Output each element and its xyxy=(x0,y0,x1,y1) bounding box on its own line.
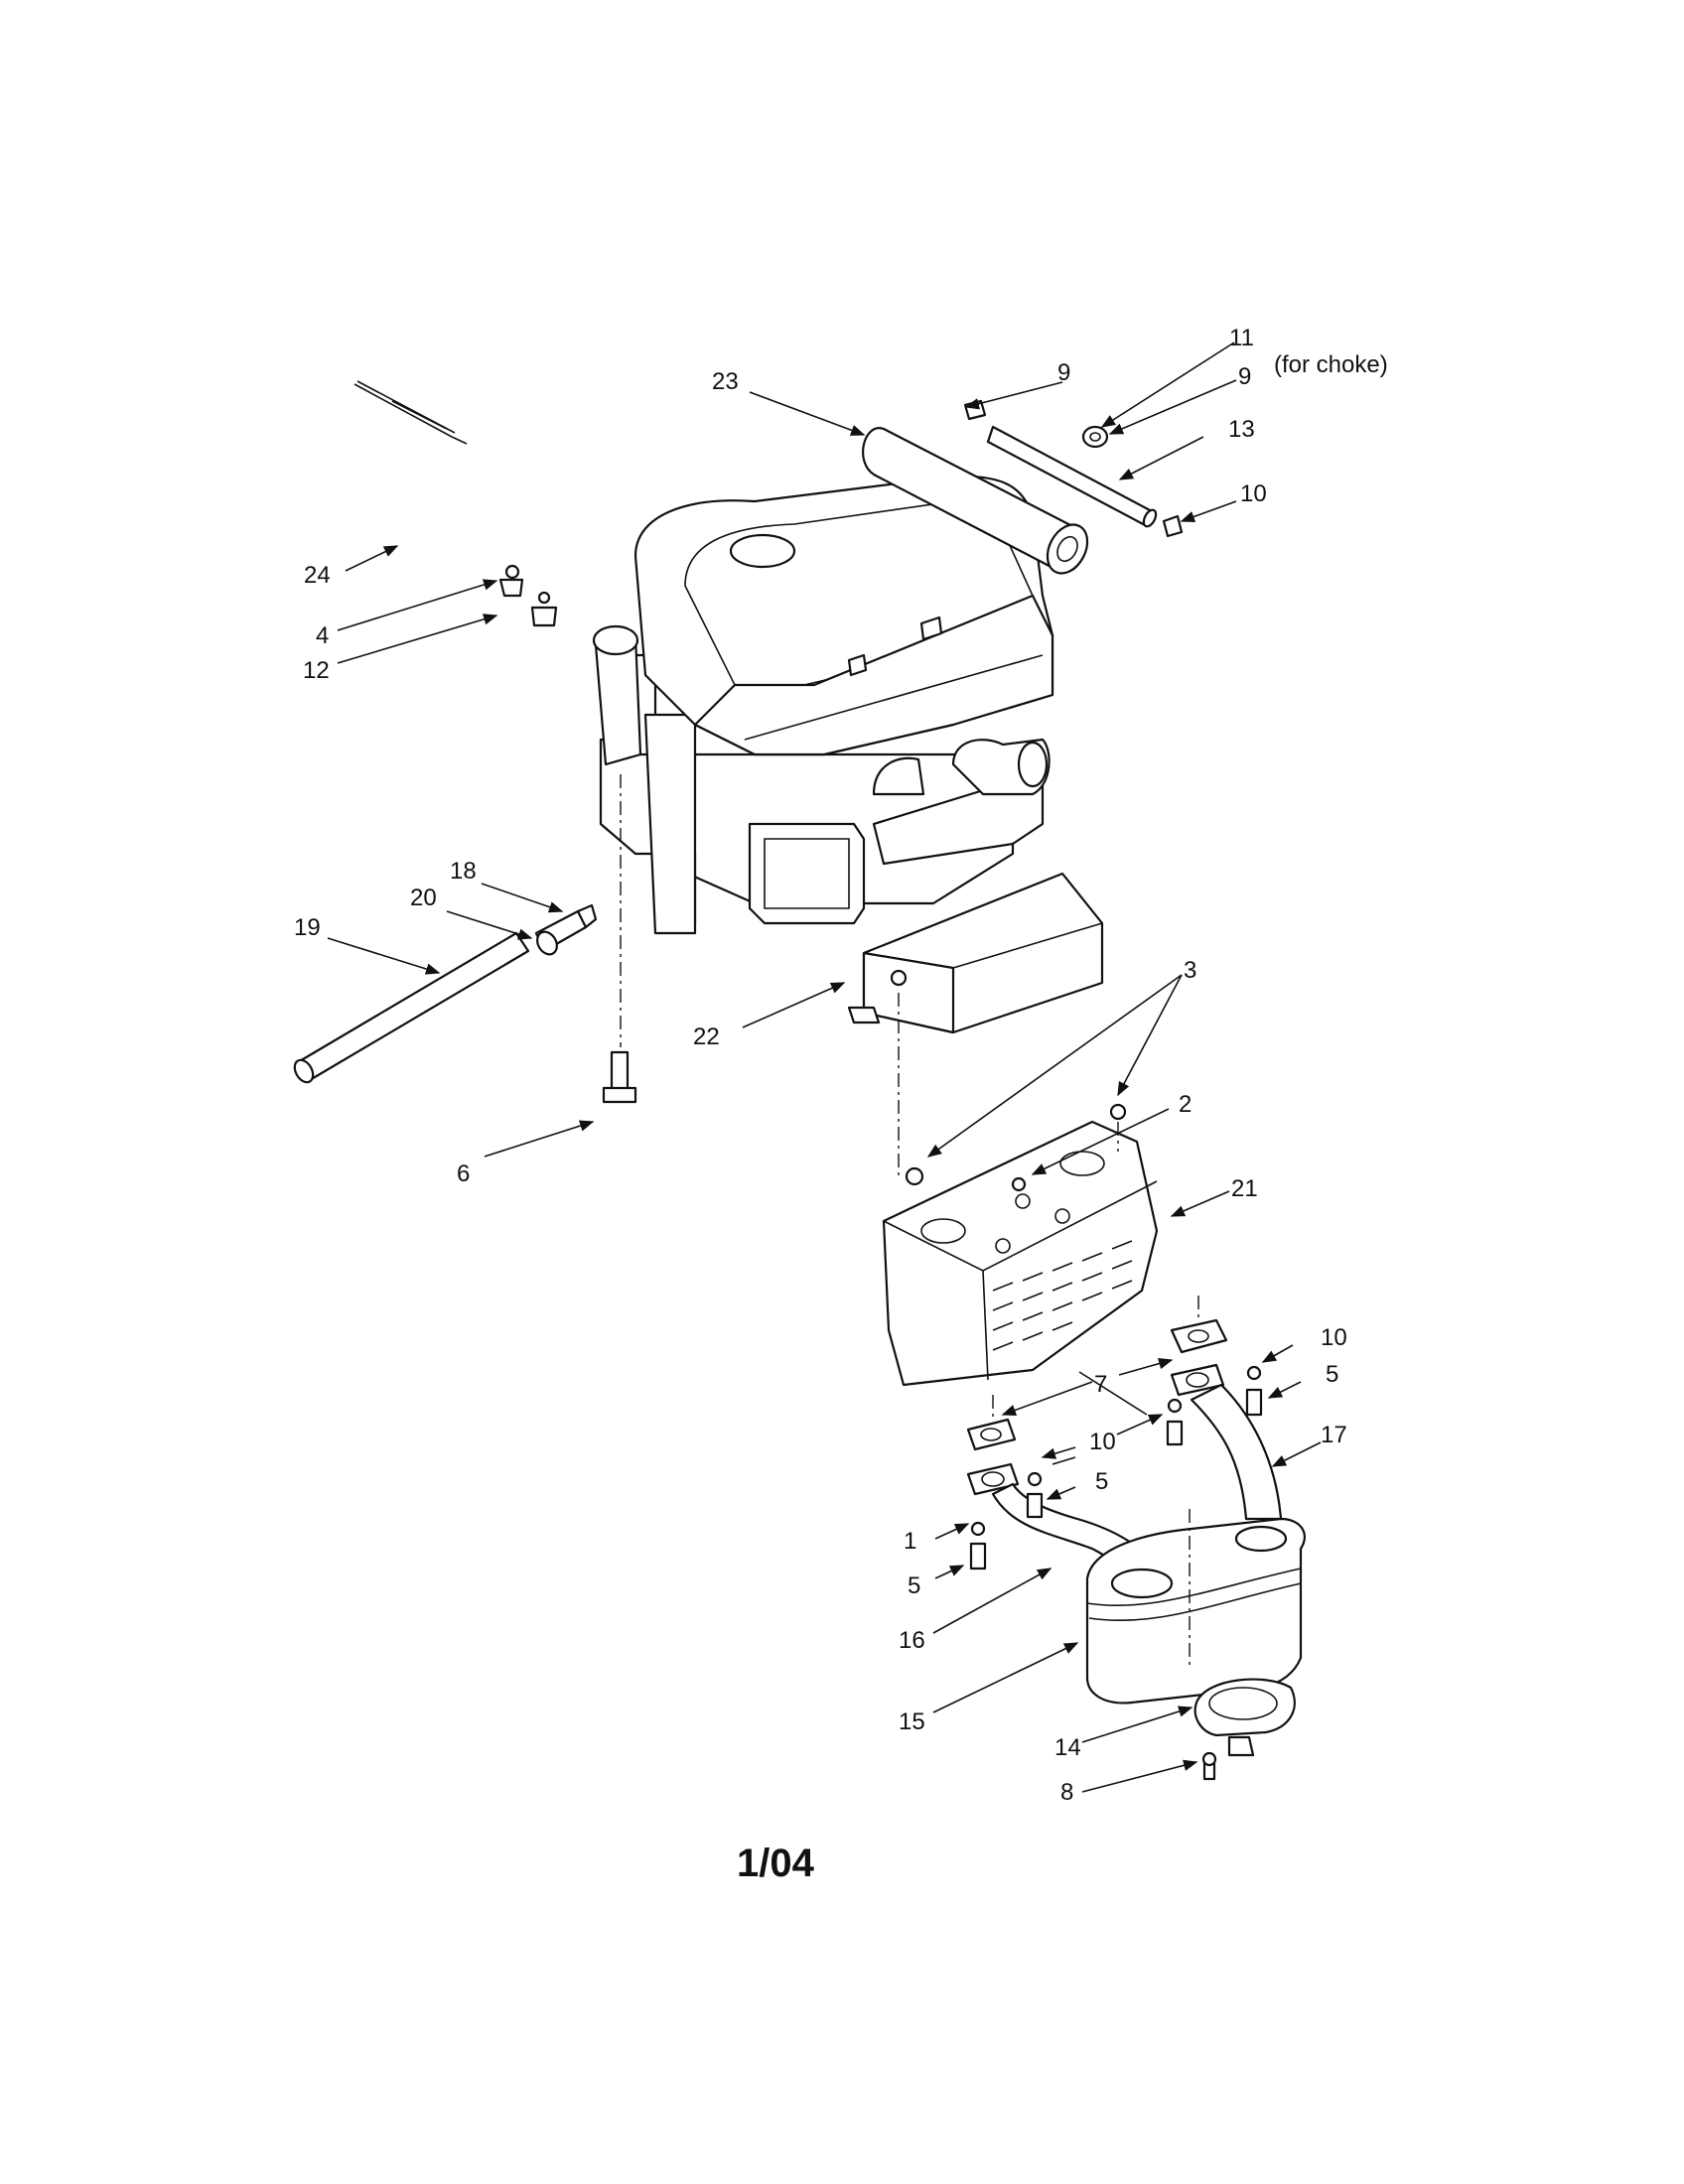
fuel-filter-drawing xyxy=(534,903,598,956)
callout-1: 8 xyxy=(1060,1779,1073,1806)
callout-8: 7 xyxy=(1094,1371,1107,1398)
cable-clamp-drawings xyxy=(498,564,558,627)
callout-5-mid: 5 xyxy=(1095,1468,1108,1495)
callout-10-right: 10 xyxy=(1321,1324,1347,1351)
muffler-drawing xyxy=(1085,1509,1306,1705)
throttle-cable-drawing xyxy=(353,380,468,445)
callout-5-left: 5 xyxy=(908,1572,920,1599)
callout-7: 9 xyxy=(1238,363,1251,390)
callout-10-mid: 10 xyxy=(1089,1429,1116,1455)
callout-11: 11 xyxy=(1229,325,1254,351)
leader-lines xyxy=(327,341,1322,1793)
callout-17: 17 xyxy=(1321,1422,1347,1448)
callout-18: 18 xyxy=(450,858,477,885)
callout-9-top: 9 xyxy=(1057,359,1070,386)
callout-24: 24 xyxy=(304,562,331,589)
air-filter-tube-drawing xyxy=(862,427,1089,575)
callout-22: 22 xyxy=(693,1024,720,1050)
callout-3: 3 xyxy=(1184,957,1196,984)
heat-shield-drawing xyxy=(847,872,1104,1176)
engine-bolt-drawing xyxy=(602,774,637,1104)
callout-23: 23 xyxy=(712,368,739,395)
callout-labels: 23 9 11 (for choke) 9 13 10 24 4 12 18 2… xyxy=(294,325,1388,1885)
callout-19: 19 xyxy=(294,914,321,941)
muffler-guard-drawing xyxy=(882,1103,1159,1387)
choke-note: (for choke) xyxy=(1274,351,1388,378)
callout-2: 2 xyxy=(1179,1091,1192,1118)
callout-10-left: 1 xyxy=(904,1528,916,1555)
fuel-line-drawing xyxy=(293,931,530,1084)
callout-13: 13 xyxy=(1228,416,1255,443)
callout-9-right: 10 xyxy=(1240,480,1267,507)
callout-12: 12 xyxy=(303,657,330,684)
exhaust-gaskets-drawing xyxy=(966,1296,1228,1451)
choke-rod-drawing xyxy=(963,399,1184,538)
callout-6: 6 xyxy=(457,1160,470,1187)
callout-4: 4 xyxy=(316,622,329,649)
callout-14: 14 xyxy=(1054,1734,1081,1761)
deflector-drawing xyxy=(1193,1678,1296,1781)
callout-15: 15 xyxy=(899,1708,925,1735)
callout-5-right: 5 xyxy=(1326,1361,1338,1388)
exhaust-fasteners-drawing xyxy=(969,1365,1263,1570)
callout-21: 21 xyxy=(1231,1175,1258,1202)
callout-20: 20 xyxy=(410,885,437,911)
callout-16: 16 xyxy=(899,1627,925,1654)
date-code: 1/04 xyxy=(737,1842,815,1885)
engine-drawing xyxy=(592,475,1054,935)
